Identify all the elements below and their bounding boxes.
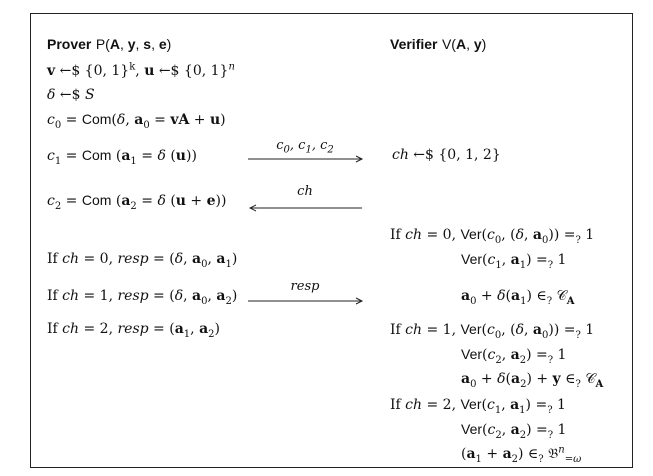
prover-line-4: c1 = Com (a1 = δ (u)) xyxy=(47,147,197,167)
message-label-challenge: ch xyxy=(297,184,313,199)
prover-resp-1: If ch = 1, resp = (δ, a0, a2) xyxy=(47,288,238,307)
verifier-check-0b: Ver(c1, a1) =? 1 xyxy=(461,251,567,271)
verifier-header-name: Verifier xyxy=(390,36,438,52)
message-label-response: resp xyxy=(290,279,320,294)
prover-header-args: P(A, y, s, e) xyxy=(95,36,172,52)
verifier-check-1a: If ch = 1, Ver(c0, (δ, a0)) =? 1 xyxy=(390,321,595,341)
verifier-check-0c: a0 + δ(a1) ∈? 𝒞A xyxy=(461,288,575,307)
message-label-commitments: c0, c1, c2 xyxy=(276,138,334,156)
arrowhead-right-response xyxy=(355,297,364,305)
verifier-check-0a: If ch = 0, Ver(c0, (δ, a0)) =? 1 xyxy=(390,226,595,246)
prover-line-3: c0 = Com(δ, a0 = vA + u) xyxy=(47,111,226,131)
verifier-check-2b: Ver(c2, a2) =? 1 xyxy=(461,421,567,441)
prover-header-name: Prover xyxy=(47,36,92,52)
verifier-check-1b: Ver(c2, a2) =? 1 xyxy=(461,346,567,366)
verifier-check-2c: (a1 + a2) ∈? 𝔅n=ω xyxy=(461,444,582,465)
verifier-header: Verifier V(A, y) xyxy=(390,35,486,54)
arrowhead-right-commitments xyxy=(355,155,364,163)
prover-resp-2: If ch = 2, resp = (a1, a2) xyxy=(47,321,220,340)
verifier-check-2a: If ch = 2, Ver(c1, a1) =? 1 xyxy=(390,396,566,416)
prover-header: Prover P(A, y, s, e) xyxy=(47,35,171,54)
verifier-challenge: ch ←$ {0, 1, 2} xyxy=(392,147,501,163)
prover-line-2: δ ←$ S xyxy=(47,87,95,103)
prover-line-5: c2 = Com (a2 = δ (u + e)) xyxy=(47,192,227,212)
prover-resp-0: If ch = 0, resp = (δ, a0, a1) xyxy=(47,251,238,270)
verifier-header-args: V(A, y) xyxy=(441,36,487,52)
prover-line-1: v ←$ {0, 1}k, u ←$ {0, 1}n xyxy=(47,61,235,79)
verifier-check-1c: a0 + δ(a2) + y ∈? 𝒞A xyxy=(461,371,604,390)
protocol-frame xyxy=(30,13,633,468)
arrowhead-left-challenge xyxy=(248,204,257,212)
